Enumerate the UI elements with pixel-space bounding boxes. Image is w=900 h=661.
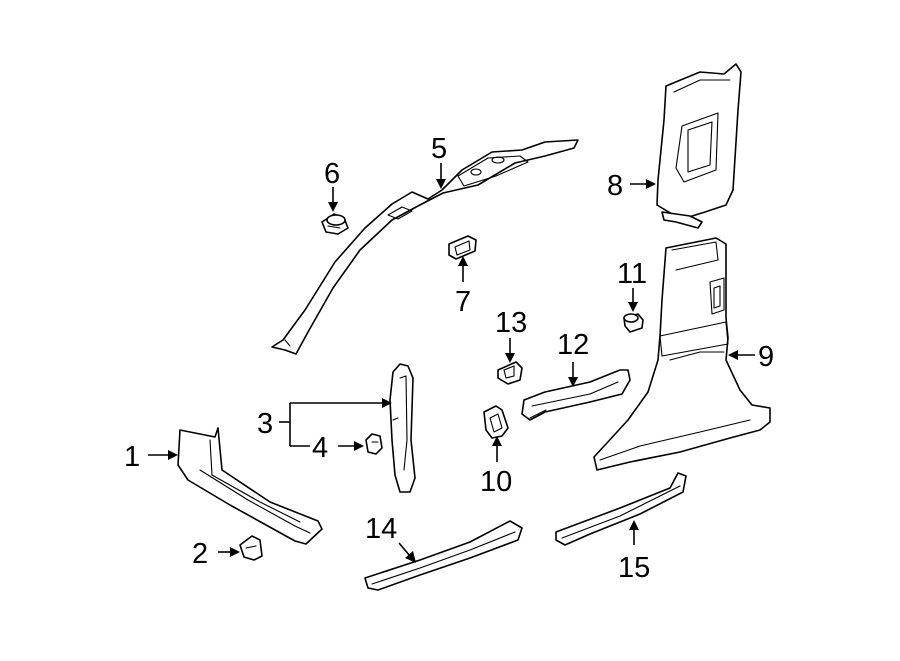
arrow-4	[354, 441, 364, 451]
part-7-clip	[448, 235, 477, 260]
callout-10: 10	[480, 466, 512, 498]
callout-6: 6	[324, 158, 340, 190]
callout-2: 2	[192, 538, 208, 570]
callout-5: 5	[431, 133, 447, 165]
arrow-12	[568, 377, 578, 387]
arrow-5	[436, 179, 446, 189]
arrow-13	[505, 353, 515, 363]
callout-14: 14	[365, 513, 397, 545]
part-14-scuff-plate	[364, 520, 523, 591]
part-3-trim-panel	[389, 363, 416, 493]
callout-12: 12	[557, 329, 589, 361]
arrow-7	[458, 256, 468, 266]
callout-11: 11	[617, 258, 647, 290]
part-1-cowl-side-trim	[177, 427, 323, 545]
part-6-clip	[321, 213, 349, 235]
part-11-plug	[623, 313, 644, 333]
arrow-15	[629, 520, 639, 530]
callout-13: 13	[495, 307, 527, 339]
part-10-bracket	[483, 405, 509, 439]
arrow-3	[382, 398, 392, 408]
callout-1: 1	[124, 441, 140, 473]
callout-9: 9	[758, 341, 774, 373]
part-9-b-pillar-lower-trim	[593, 237, 771, 471]
part-2-clip	[239, 535, 263, 561]
part-13-bracket	[497, 361, 523, 385]
arrow-11	[628, 302, 638, 312]
callout-4: 4	[312, 432, 328, 464]
callout-labels: 1 2 3 4 5 6 7 8 9 10 11 12 13 14 15	[124, 133, 774, 584]
leader-lines	[148, 163, 755, 563]
part-8-upper-b-pillar-trim	[656, 63, 742, 229]
part-5-a-pillar-trim	[271, 139, 579, 355]
arrow-14	[405, 551, 416, 563]
arrow-8	[646, 179, 656, 189]
part-4-push-pin	[365, 433, 383, 455]
arrow-6	[328, 202, 338, 212]
callout-15: 15	[618, 552, 650, 584]
arrow-2	[230, 547, 240, 557]
arrow-9	[728, 350, 738, 360]
part-15-scuff-plate	[555, 472, 687, 546]
callout-8: 8	[607, 170, 623, 202]
arrow-1	[168, 450, 178, 460]
arrow-10	[492, 436, 502, 446]
callout-3: 3	[257, 408, 273, 440]
part-12-grab-handle	[521, 369, 631, 421]
callout-7: 7	[455, 286, 471, 318]
